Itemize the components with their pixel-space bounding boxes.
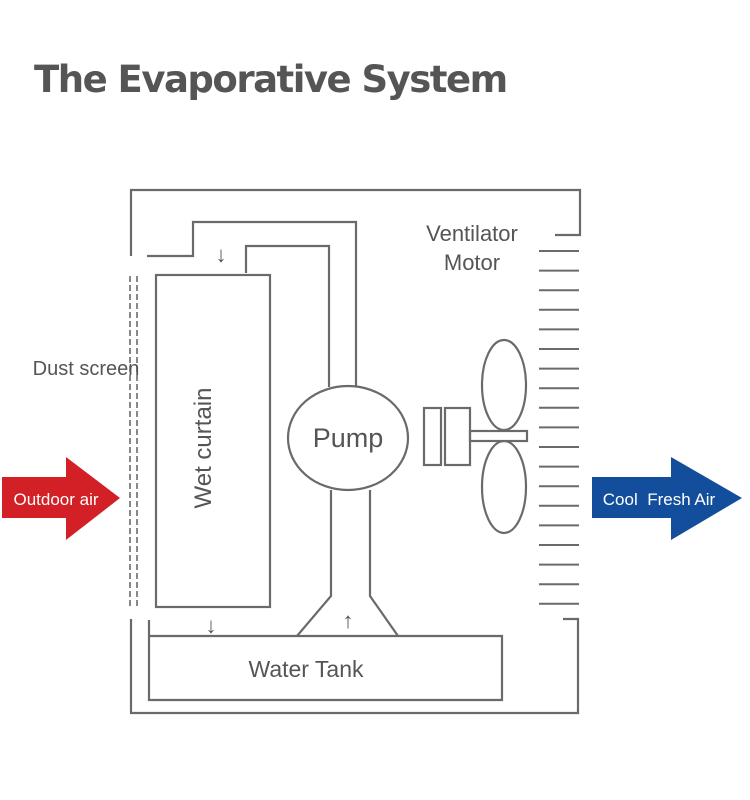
pump-intake-pipe (296, 490, 399, 637)
outdoor-air-arrow (2, 457, 120, 540)
louver-grille (539, 250, 579, 605)
cool-fresh-air-arrow (592, 457, 742, 540)
motor-block-left (422, 406, 443, 467)
water-tank-label: Water Tank (248, 656, 364, 682)
outdoor-air-label: Outdoor air (13, 490, 98, 509)
page-title: The Evaporative System (34, 58, 508, 101)
wet-curtain-panel (154, 273, 272, 609)
housing-top-outline (129, 188, 582, 256)
water-channel (147, 220, 358, 387)
distribution-pipe (244, 244, 331, 387)
wet-curtain-label: Wet curtain (190, 388, 217, 509)
motor-shaft (468, 429, 529, 443)
dust-screen-label: Dust screen (33, 358, 140, 380)
fan-blade-bottom (480, 439, 528, 535)
water-tank-outline (147, 620, 504, 702)
motor-label: Motor (444, 250, 500, 275)
motor-block-right (443, 406, 472, 467)
flow-arrow-up: ↑ (343, 608, 354, 633)
housing-bottom-outline (129, 617, 580, 715)
pump-body (286, 384, 410, 492)
pump-label: Pump (313, 423, 384, 453)
flow-arrow-down-top: ↓ (216, 242, 227, 267)
cool-fresh-air-label: Cool Fresh Air (603, 490, 716, 509)
ventilator-label: Ventilator (426, 221, 518, 246)
flow-arrow-down-bottom: ↓ (206, 613, 217, 638)
fan-blade-top (480, 338, 528, 432)
